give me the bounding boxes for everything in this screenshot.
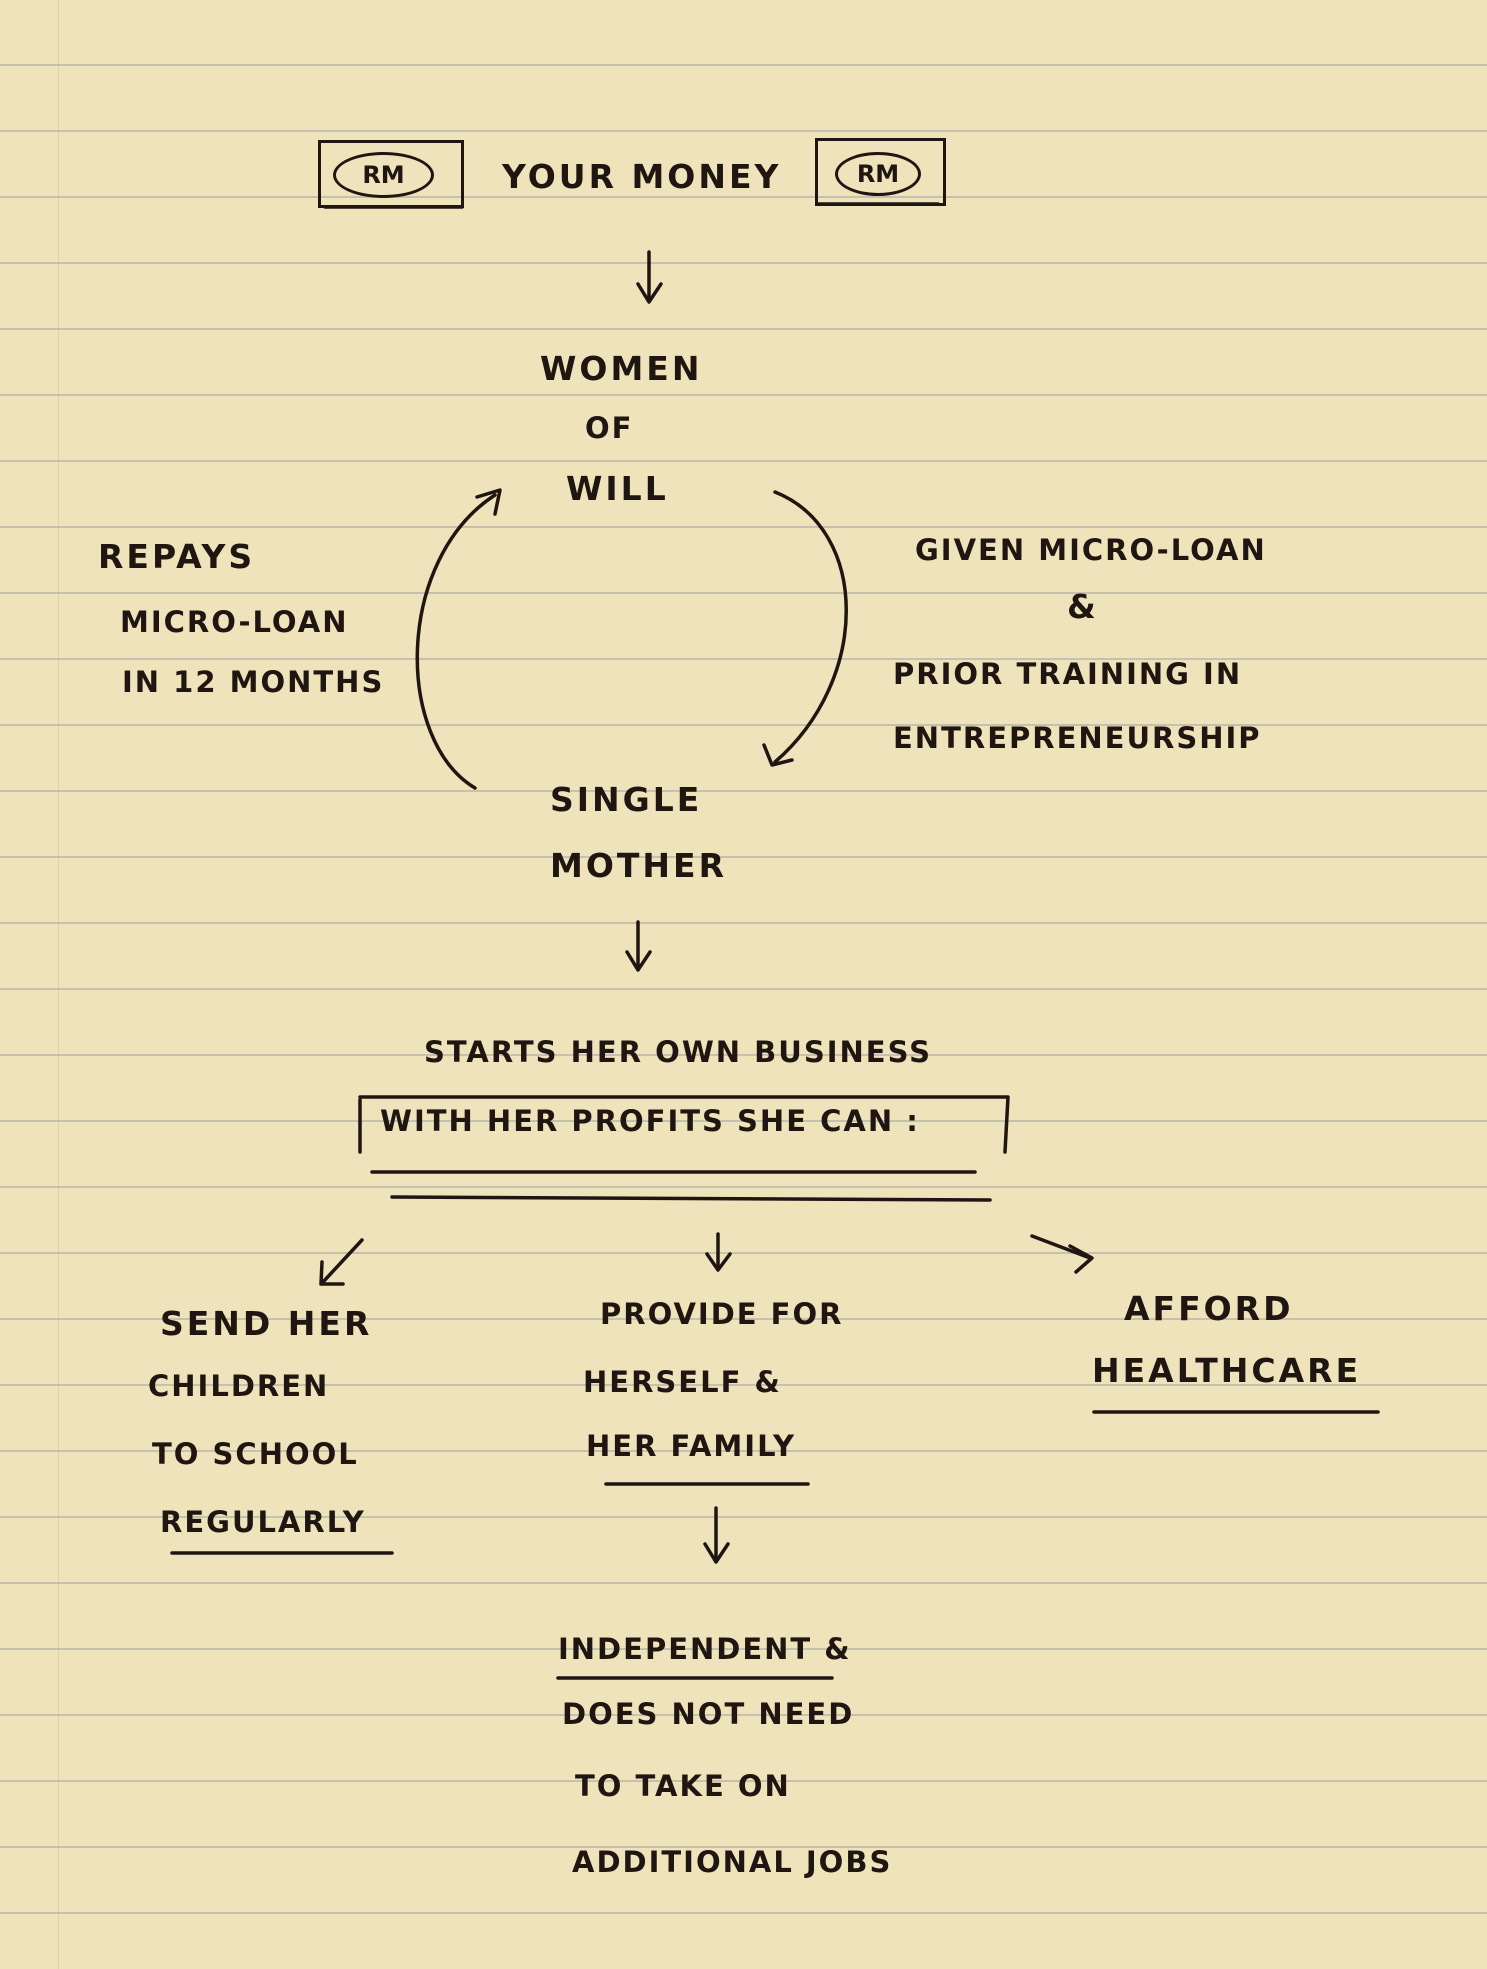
- cycle-top-line-1: WOMEN: [540, 349, 703, 388]
- arrow-down-1: [636, 250, 663, 304]
- arrow-down-left: [319, 1238, 364, 1286]
- final-line-2: DOES NOT NEED: [562, 1697, 855, 1731]
- cycle-left-line-3: IN 12 MONTHS: [122, 665, 385, 699]
- outcome-left-line-4: REGULARLY: [160, 1505, 366, 1539]
- cycle-left-line-1: REPAYS: [98, 537, 256, 576]
- rm-oval-right: RM: [835, 152, 921, 196]
- outcome-right-line-1: AFFORD: [1124, 1289, 1294, 1328]
- final-line-1: INDEPENDENT &: [558, 1632, 852, 1666]
- cycle-arrow-right: [762, 490, 848, 767]
- final-line-4: ADDITIONAL JOBS: [572, 1845, 893, 1879]
- cycle-left-line-2: MICRO-LOAN: [120, 605, 349, 639]
- rm-oval-left: RM: [333, 152, 434, 198]
- profits-box: [358, 1095, 1010, 1154]
- arrow-down-right: [1030, 1234, 1094, 1274]
- business-line-1: STARTS HER OWN BUSINESS: [424, 1035, 933, 1069]
- cycle-top-line-2: OF: [585, 411, 634, 445]
- margin-line: [58, 0, 59, 1969]
- rm-right-label: RM: [856, 160, 900, 188]
- arrow-down-3: [703, 1506, 730, 1564]
- final-line-3: TO TAKE ON: [575, 1769, 791, 1803]
- header-title: YOUR MONEY: [502, 157, 782, 196]
- cycle-bottom-line-2: MOTHER: [550, 846, 727, 885]
- outcome-right-line-2: HEALTHCARE: [1092, 1351, 1362, 1390]
- rm-left-label: RM: [362, 161, 405, 189]
- cycle-right-line-2: &: [1067, 587, 1099, 626]
- outcome-left-line-2: CHILDREN: [148, 1369, 330, 1403]
- profits-underline-2: [390, 1195, 992, 1202]
- cycle-top-line-3: WILL: [566, 469, 669, 508]
- outcome-middle-line-2: HERSELF &: [583, 1365, 782, 1399]
- outcome-left-line-3: TO SCHOOL: [152, 1437, 359, 1471]
- arrow-down-middle: [705, 1232, 732, 1272]
- cycle-right-line-1: GIVEN MICRO-LOAN: [915, 533, 1267, 567]
- outcome-middle-line-1: PROVIDE FOR: [600, 1297, 844, 1331]
- cycle-bottom-line-1: SINGLE: [550, 780, 703, 819]
- cycle-right-line-4: ENTREPRENEURSHIP: [893, 721, 1262, 755]
- cycle-right-line-3: PRIOR TRAINING IN: [893, 657, 1243, 691]
- outcome-left-line-1: SEND HER: [160, 1304, 373, 1343]
- business-line-2: WITH HER PROFITS SHE CAN :: [380, 1104, 920, 1138]
- arrow-down-2: [625, 920, 652, 972]
- cycle-arrow-left: [415, 488, 502, 790]
- outcome-middle-line-3: HER FAMILY: [586, 1429, 797, 1463]
